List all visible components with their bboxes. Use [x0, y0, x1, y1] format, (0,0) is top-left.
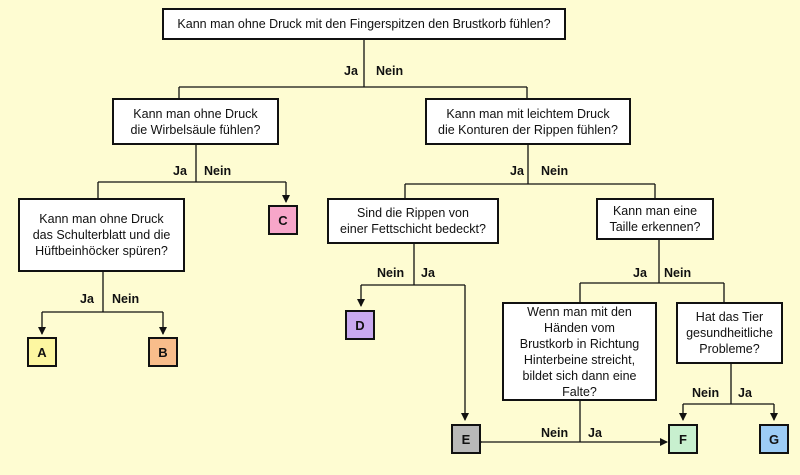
- question-waist: Kann man eine Taille erkennen?: [596, 198, 714, 240]
- question-spine: Kann man ohne Druck die Wirbelsäule fühl…: [112, 98, 279, 145]
- result-g: G: [759, 424, 789, 454]
- question-fold: Wenn man mit den Händen vom Brustkorb in…: [502, 302, 657, 401]
- label-ribs-nein: Nein: [541, 164, 569, 178]
- label-fold-ja: Ja: [588, 426, 602, 440]
- result-b: B: [148, 337, 178, 367]
- label-fat-nein: Nein: [377, 266, 405, 280]
- label-waist-ja: Ja: [633, 266, 647, 280]
- label-root-ja: Ja: [344, 64, 358, 78]
- result-c: C: [268, 205, 298, 235]
- result-d: D: [345, 310, 375, 340]
- label-shoulder-nein: Nein: [112, 292, 140, 306]
- label-shoulder-ja: Ja: [80, 292, 94, 306]
- label-health-ja: Ja: [738, 386, 752, 400]
- question-ribs: Kann man mit leichtem Druck die Konturen…: [425, 98, 631, 145]
- label-health-nein: Nein: [692, 386, 720, 400]
- label-waist-nein: Nein: [664, 266, 692, 280]
- result-f: F: [668, 424, 698, 454]
- label-fold-nein: Nein: [541, 426, 569, 440]
- question-shoulder: Kann man ohne Druck das Schulterblatt un…: [18, 198, 185, 272]
- label-fat-ja: Ja: [421, 266, 435, 280]
- label-root-nein: Nein: [376, 64, 404, 78]
- question-fat: Sind die Rippen von einer Fettschicht be…: [327, 198, 499, 244]
- label-ribs-ja: Ja: [510, 164, 524, 178]
- label-spine-nein: Nein: [204, 164, 232, 178]
- result-a: A: [27, 337, 57, 367]
- label-spine-ja: Ja: [173, 164, 187, 178]
- result-e: E: [451, 424, 481, 454]
- question-root: Kann man ohne Druck mit den Fingerspitze…: [162, 8, 566, 40]
- question-health: Hat das Tier gesundheitliche Probleme?: [676, 302, 783, 364]
